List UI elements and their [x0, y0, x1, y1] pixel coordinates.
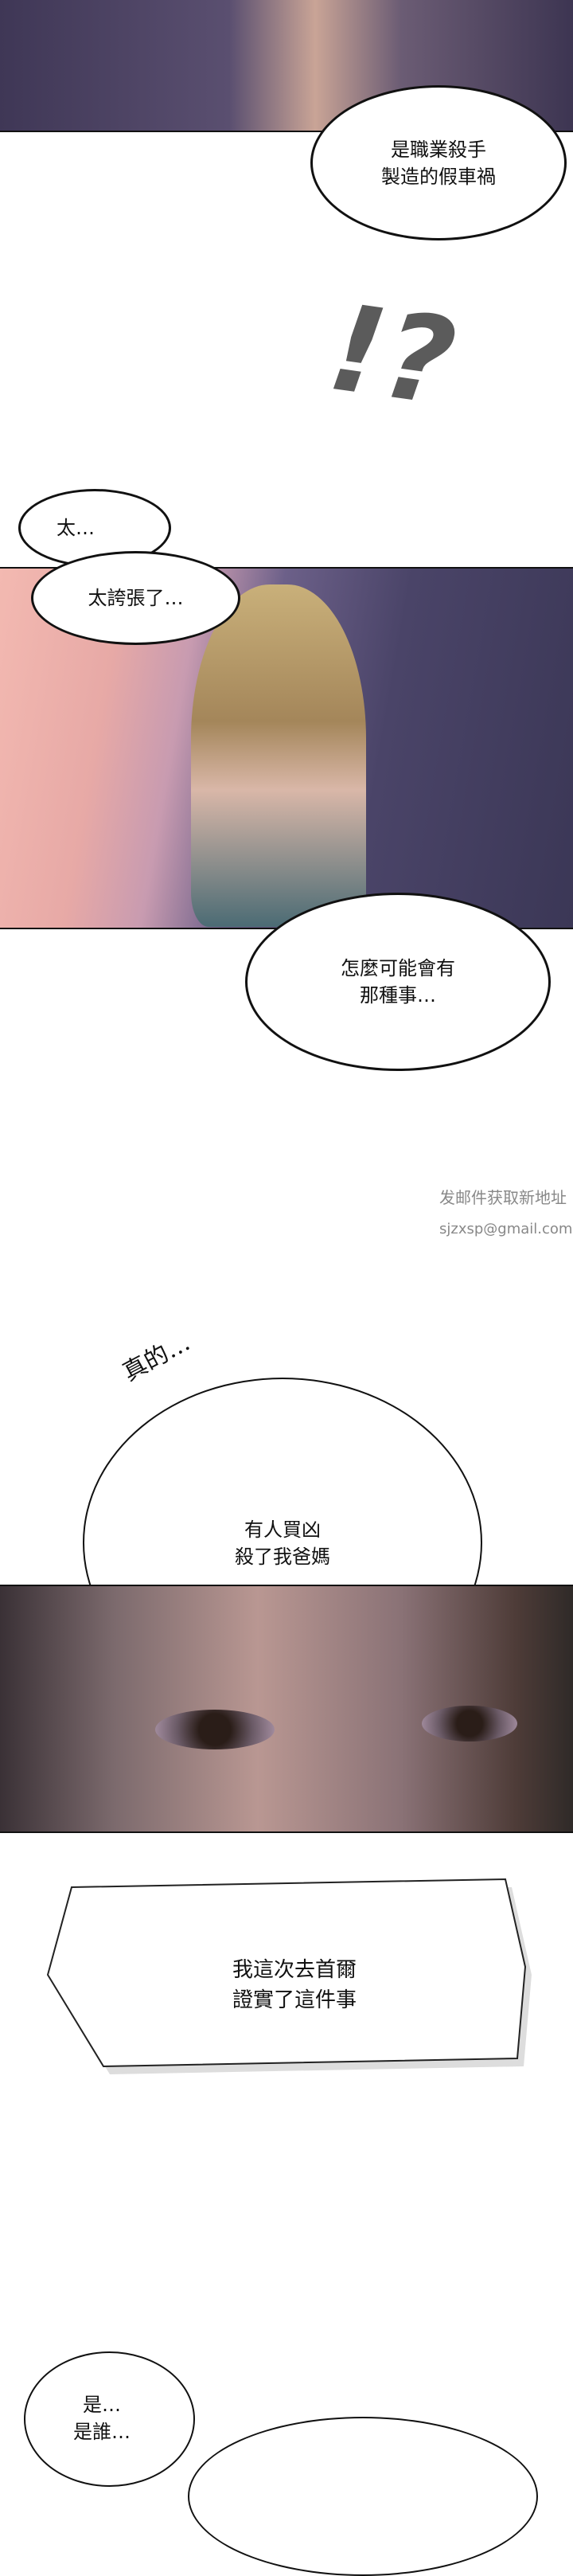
watermark-line1: 发邮件获取新地址 — [439, 1188, 567, 1207]
speech-bubble-6-text: 我這次去首爾 證實了這件事 — [232, 1958, 357, 2012]
bubble-text: 怎麼可能會有 那種事… — [341, 957, 455, 1007]
woman-figure — [191, 584, 366, 927]
watermark-line2: sjzxsp@gmail.com — [439, 1221, 573, 1237]
bubble-text: 太… — [57, 517, 95, 539]
handwritten-text: 真的… — [118, 1328, 195, 1387]
panel-eyes-closeup — [0, 1585, 573, 1833]
bubble-text: 是職業殺手 製造的假車禍 — [381, 138, 496, 188]
right-eye — [422, 1706, 517, 1741]
speech-bubble-6-shape — [46, 1878, 532, 2074]
bubble-text: 是… 是誰… — [73, 2394, 131, 2443]
sfx-exclaim-question: !? — [321, 279, 463, 433]
panel-woman-blushing — [0, 567, 573, 929]
left-eye — [155, 1710, 275, 1749]
bubble-text: 太誇張了… — [88, 587, 184, 609]
speech-bubble-4: 怎麼可能會有 那種事… — [245, 893, 551, 1071]
speech-bubble-7: 是… 是誰… — [24, 2351, 195, 2487]
bubble-text: 有人買凶 殺了我爸媽 — [235, 1518, 330, 1568]
speech-bubble-8-partial — [188, 2417, 538, 2576]
speech-bubble-1: 是職業殺手 製造的假車禍 — [310, 85, 567, 240]
speech-bubble-3: 太誇張了… — [31, 551, 240, 645]
